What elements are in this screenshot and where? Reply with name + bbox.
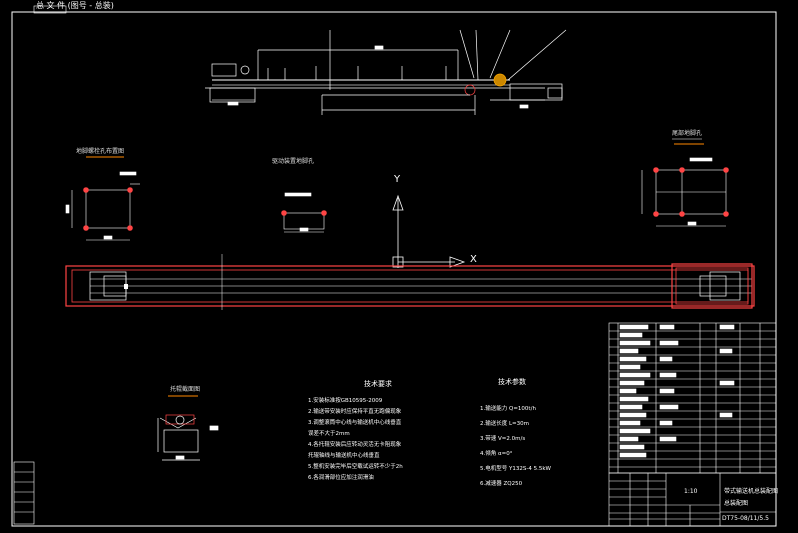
drawing-subtitle: 总装配图 — [724, 500, 749, 507]
right-detail-label: 尾部地脚孔 — [672, 130, 703, 137]
param-item: 4.倾角 α=0° — [480, 451, 513, 457]
tech-title: 技术要求 — [364, 380, 392, 388]
dim-label-top — [376, 42, 378, 50]
tech-item: 5.整机安装完毕后空载试运转不少于2h — [308, 464, 403, 470]
drawing-number: DT75-08/11/5.5 — [722, 515, 769, 522]
tech-item: 2.输送带安装时应保持平直无跑偏现象 — [308, 409, 402, 415]
left-detail-label: 地脚螺栓孔布置图 — [76, 148, 125, 155]
right-anchor-detail — [641, 138, 729, 227]
axis-x-label: X — [470, 254, 477, 265]
tech-list: 1.安装标准按GB10595-2009 2.输送带安装时应保持平直无跑偏现象 3… — [308, 396, 403, 484]
mid-detail-label: 驱动装置地脚孔 — [272, 158, 315, 165]
param-item: 1.输送能力 Q=100t/h — [480, 406, 536, 412]
bend-pulley — [464, 84, 476, 96]
drawing-scale: 1:10 — [684, 488, 698, 495]
header-box — [33, 5, 67, 14]
tech-item: 误差不大于2mm — [308, 431, 350, 437]
param-item: 2.输送长度 L=30m — [480, 421, 530, 427]
ucs-icon — [392, 194, 466, 268]
parts-list — [608, 322, 777, 474]
drawing-title: 带式输送机总装配图 — [724, 488, 779, 495]
tech-item: 1.安装标准按GB10595-2009 — [308, 398, 383, 404]
idler-detail — [157, 395, 219, 461]
param-item: 5.电机型号 Y132S-4 5.5kW — [480, 466, 551, 472]
left-anchor-detail — [65, 156, 140, 241]
tech-item: 4.各托辊安装后应转动灵活无卡阻现象 — [308, 442, 402, 448]
plan-view — [65, 254, 755, 310]
axis-y-label: Y — [394, 174, 401, 185]
side-view — [205, 29, 567, 115]
param-item: 6.减速器 ZQ250 — [480, 481, 523, 487]
param-title: 技术参数 — [498, 378, 526, 386]
stamp-block — [13, 461, 35, 525]
param-item: 3.带速 V=2.0m/s — [480, 436, 526, 442]
title-block — [608, 472, 777, 527]
tech-item: 托辊轴线与输送机中心线垂直 — [308, 453, 380, 459]
bottom-detail-label: 托辊截面图 — [170, 386, 201, 393]
tech-item: 6.各润滑部位应加注润滑油 — [308, 475, 374, 481]
param-list: 1.输送能力 Q=100t/h 2.输送长度 L=30m 3.带速 V=2.0m… — [480, 402, 551, 492]
tech-item: 3.调整滚筒中心线与输送机中心线垂直 — [308, 420, 402, 426]
drive-pulley — [493, 73, 507, 87]
drawing-header: 总 文 件 (图号 - 总装) — [36, 1, 114, 10]
mid-anchor-detail — [281, 192, 327, 233]
